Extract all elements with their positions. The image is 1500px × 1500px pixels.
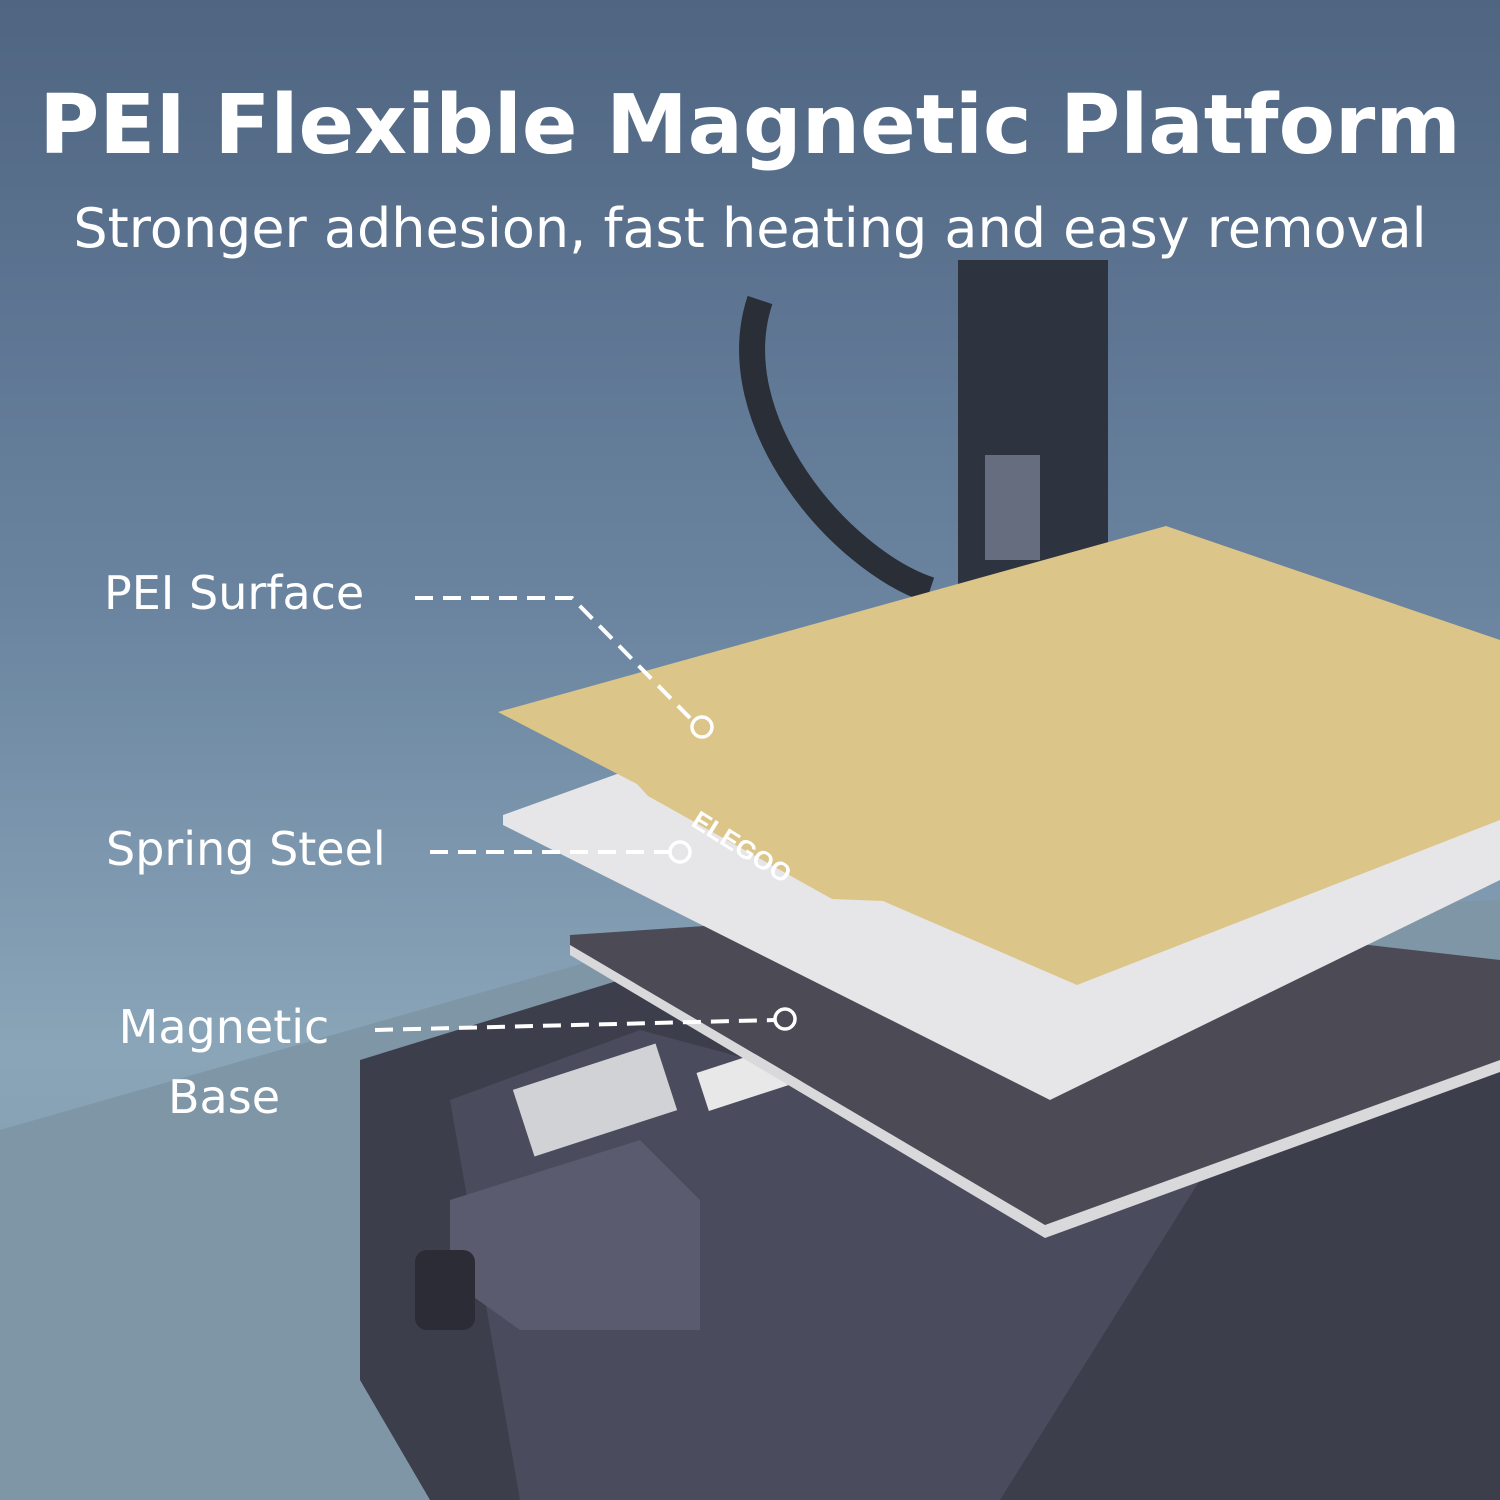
callout-dot-base xyxy=(773,1007,797,1031)
page-title: PEI Flexible Magnetic Platform xyxy=(39,78,1461,173)
page-subtitle: Stronger adhesion, fast heating and easy… xyxy=(73,197,1427,260)
braided-cable xyxy=(739,295,935,603)
callout-dot-pei xyxy=(690,715,714,739)
callout-label-pei-surface: PEI Surface xyxy=(104,566,365,620)
callout-line-pei xyxy=(415,596,692,720)
callout-line-base xyxy=(374,1018,776,1032)
pei-surface-layer xyxy=(498,526,1500,985)
callout-dot-steel xyxy=(668,840,692,864)
bed-clamp xyxy=(450,1140,700,1330)
column-stripes xyxy=(985,455,1040,560)
callout-label-spring-steel: Spring Steel xyxy=(106,822,386,876)
callout-label-magnetic-base: Magnetic Base xyxy=(118,1000,330,1124)
printer-label xyxy=(512,1043,678,1157)
adjust-knob xyxy=(415,1250,475,1330)
